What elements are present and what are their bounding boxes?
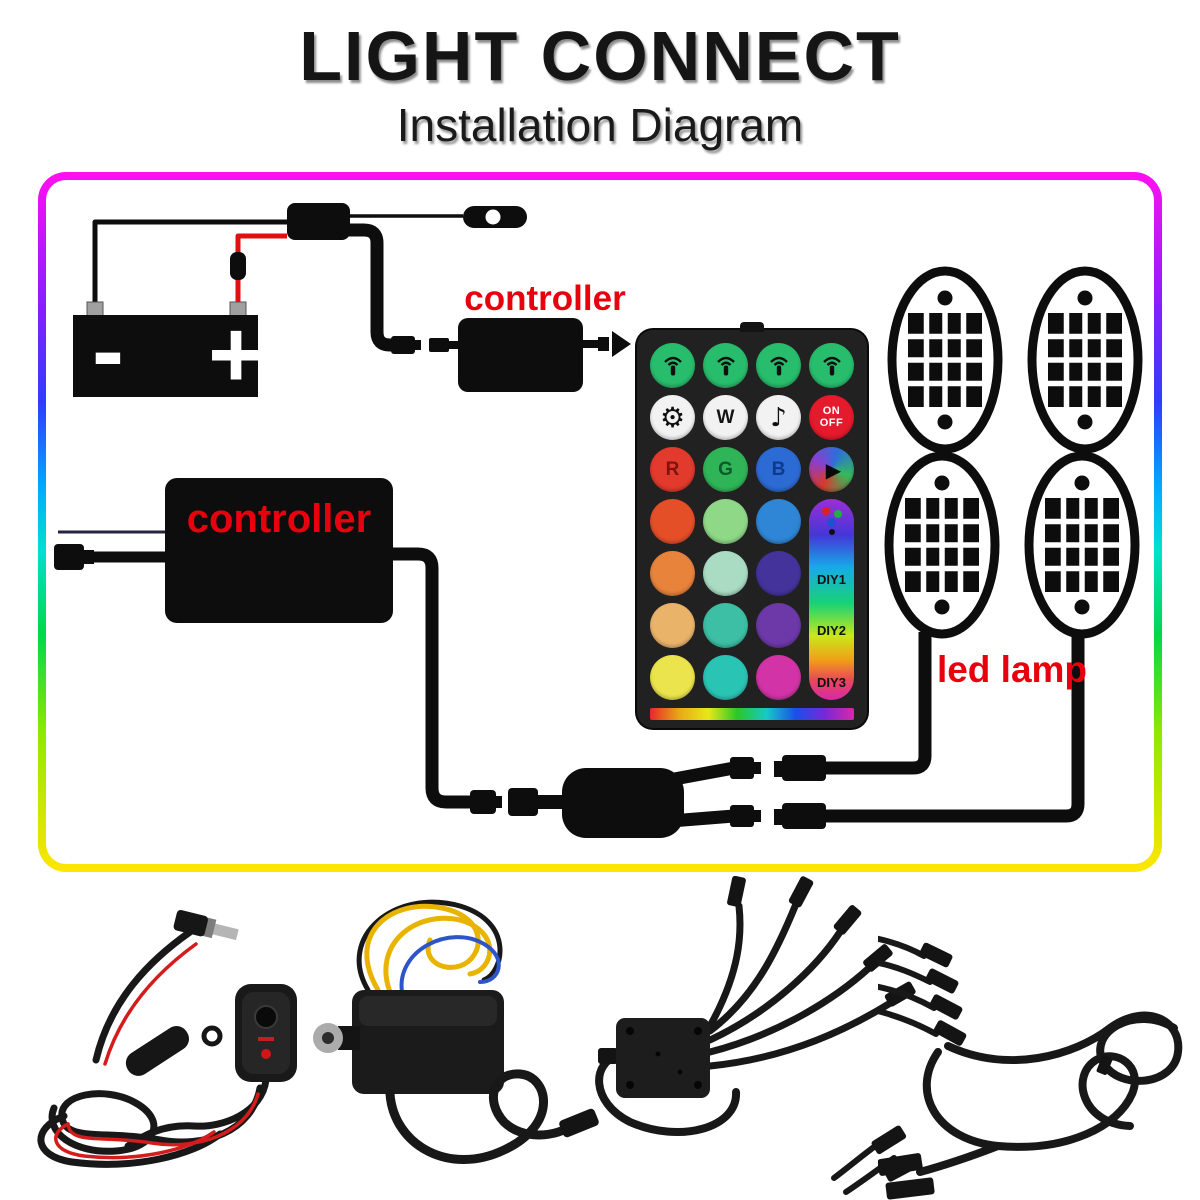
remote-button-color-1 [650, 499, 695, 544]
gear-icon: ⚙ [659, 400, 686, 434]
remote-diy-strip: DIY1 DIY2 DIY3 [809, 499, 854, 700]
remote-antenna-nub [740, 322, 764, 332]
remote-button-color-9 [756, 603, 801, 648]
y-splitter [470, 755, 826, 838]
remote-button-signal-4 [809, 343, 854, 388]
remote-signal-icon [819, 353, 845, 379]
inline-fuse [230, 252, 246, 280]
music-note-icon: ♪ [770, 402, 787, 433]
rainbow-border-frame: - + controller [38, 172, 1162, 872]
led-lamp-label: led lamp [937, 649, 1087, 690]
page-subtitle: Installation Diagram [396, 99, 804, 151]
remote-button-color-3 [756, 499, 801, 544]
remote-button-diy1: DIY1 [817, 571, 846, 587]
color-picker-icon [820, 507, 844, 535]
inline-fuse-holder [125, 1026, 189, 1076]
controller-wires [356, 899, 503, 995]
remote-button-green: G [703, 447, 748, 492]
page-title: LIGHT CONNECT [299, 17, 901, 95]
remote-signal-icon [766, 353, 792, 379]
remote-button-color-2 [703, 499, 748, 544]
remote-signal-icon [713, 353, 739, 379]
remote-button-diy2: DIY2 [817, 623, 846, 639]
inline-controller-label: controller [464, 279, 626, 318]
remote-button-color-10 [650, 655, 695, 700]
remote-button-color-12 [756, 655, 801, 700]
remote-connector [598, 331, 631, 357]
remote-button-color-11 [703, 655, 748, 700]
inline-connector-pair [391, 336, 449, 354]
cable-connectors [919, 942, 967, 1046]
dc-jack [313, 1023, 360, 1053]
end-plugs [878, 1153, 935, 1200]
remote-button-blue: B [756, 447, 801, 492]
remote-button-signal-3 [756, 343, 801, 388]
installation-diagram: - + controller [46, 180, 1154, 864]
led-pod-2 [1032, 271, 1138, 449]
inline-module [287, 203, 350, 240]
remote-button-mode: ⚙ [650, 395, 695, 440]
remote-button-music: ♪ [756, 395, 801, 440]
looped-cable [916, 1011, 1183, 1176]
switch-module [235, 984, 297, 1082]
remote-button-play: ▶ [809, 447, 854, 492]
cable-connector [559, 1108, 599, 1138]
remote-rainbow-bar [650, 708, 854, 720]
main-controller [165, 478, 393, 623]
battery-negative-wire [92, 219, 287, 304]
controller-unit [352, 990, 504, 1094]
main-controller-output-wire [391, 547, 470, 809]
remote-signal-icon [660, 353, 686, 379]
wiring-diagram: - + controller [54, 203, 1154, 838]
battery: - + [73, 297, 264, 408]
rocker-switch [463, 206, 527, 228]
remote-button-color-5 [703, 551, 748, 596]
remote-button-color-7 [650, 603, 695, 648]
remote-button-color-6 [756, 551, 801, 596]
battery-minus-sign: - [92, 297, 124, 404]
photo-splitter-hub [595, 876, 918, 1195]
photo-power-harness-with-switch [37, 909, 297, 1168]
harness-red-wire [54, 942, 260, 1160]
ring-terminal [201, 1025, 223, 1047]
cable-tie [1096, 1055, 1113, 1075]
output-cable [385, 1069, 579, 1164]
photo-extension-cables [878, 935, 1183, 1200]
remote-button-color-8 [703, 603, 748, 648]
inline-controller [458, 318, 583, 392]
led-pod-4 [1029, 456, 1135, 634]
photo-controller-box [313, 899, 599, 1164]
battery-plus-sign: + [208, 301, 264, 408]
main-controller-input-connector [54, 544, 94, 570]
play-icon: ▶ [825, 457, 842, 482]
pod-wire-right [824, 632, 1085, 823]
module-to-controller-wire [346, 223, 397, 352]
remote-button-red: R [650, 447, 695, 492]
remote-button-diy3: DIY3 [817, 674, 846, 690]
dc-plug [173, 909, 239, 941]
remote-button-signal-1 [650, 343, 695, 388]
main-controller-label: controller [187, 497, 371, 541]
remote-button-signal-2 [703, 343, 748, 388]
hub-cables [595, 900, 897, 1195]
remote-button-white: W [703, 395, 748, 440]
hub-plate [616, 1018, 710, 1098]
battery-positive-wire [235, 233, 287, 304]
pod-wire-left [824, 632, 932, 775]
header: LIGHT CONNECT Installation Diagram [0, 0, 1200, 152]
remote-button-color-4 [650, 551, 695, 596]
led-pod-3 [889, 456, 995, 634]
switch-led [261, 1049, 271, 1059]
led-pod-1 [892, 271, 998, 449]
